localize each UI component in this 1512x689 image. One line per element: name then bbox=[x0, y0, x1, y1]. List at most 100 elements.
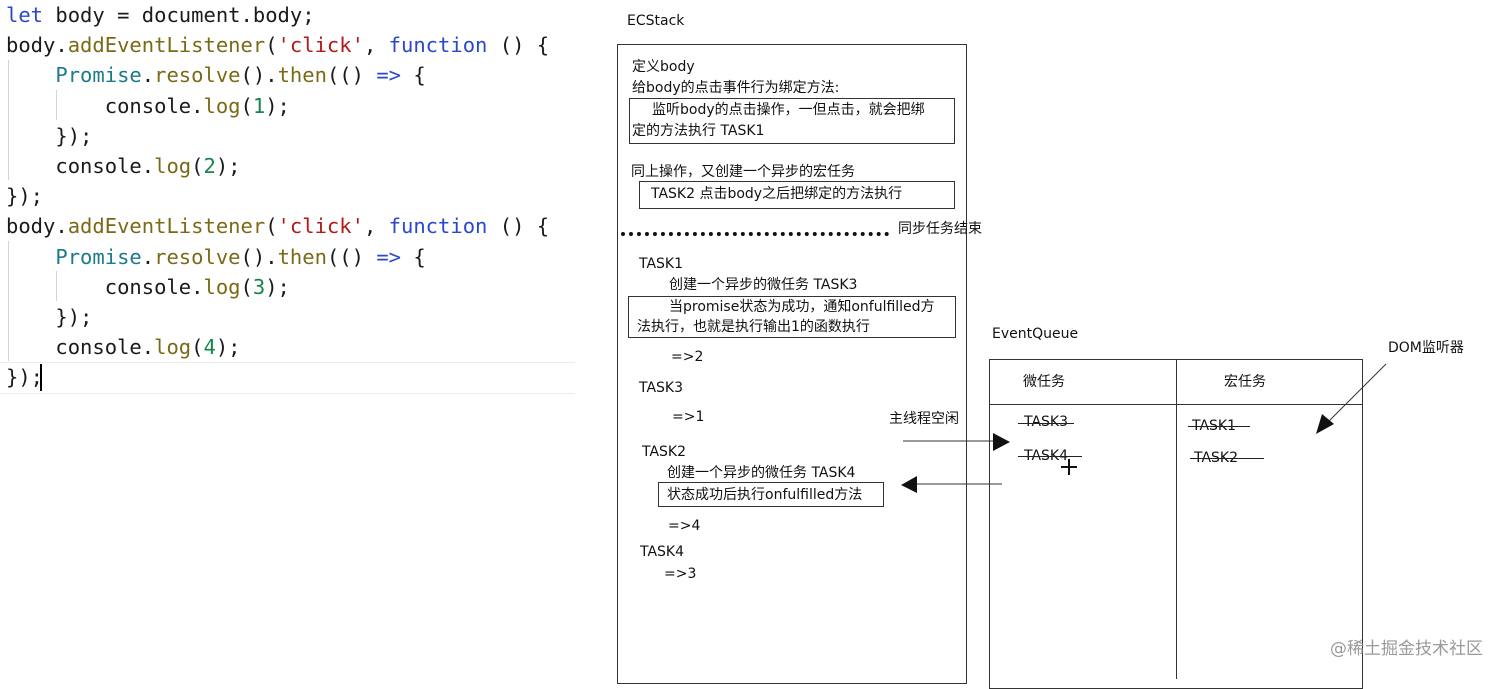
task2-box-text: TASK2 点击body之后把绑定的方法执行 bbox=[651, 186, 903, 202]
code-token: ); bbox=[215, 154, 241, 178]
code-token: ( bbox=[265, 214, 278, 239]
output-3: =>3 bbox=[664, 566, 697, 582]
code-token: function bbox=[388, 214, 488, 239]
eventqueue-title: EventQueue bbox=[992, 326, 1079, 342]
task4-label: TASK4 bbox=[640, 544, 685, 560]
code-token: 'click' bbox=[277, 214, 364, 239]
code-token: ( bbox=[265, 33, 278, 58]
code-line: Promise.resolve().then(() => { bbox=[6, 242, 426, 272]
code-line: body.addEventListener('click', function … bbox=[6, 211, 549, 241]
dom-listener-label: DOM监听器 bbox=[1388, 340, 1464, 356]
code-token: 'click' bbox=[277, 33, 364, 58]
microtask-item-task3: TASK3 bbox=[1024, 414, 1069, 430]
indent-guide bbox=[8, 60, 9, 180]
indent-guide bbox=[56, 90, 57, 120]
code-token: log bbox=[203, 274, 241, 299]
move-cursor-icon bbox=[1061, 459, 1077, 475]
code-token: function bbox=[388, 33, 488, 58]
code-token: ( bbox=[240, 274, 253, 299]
indent-guide bbox=[56, 271, 57, 301]
output-2: =>2 bbox=[671, 349, 704, 365]
code-token: 1 bbox=[252, 93, 266, 118]
ecstack-title: ECStack bbox=[627, 13, 685, 29]
code-token: then bbox=[277, 63, 327, 88]
listen-box bbox=[629, 98, 955, 144]
code-line: }); bbox=[6, 181, 43, 211]
code-token: console. bbox=[6, 93, 204, 118]
code-token: { bbox=[401, 63, 426, 88]
output-4: =>4 bbox=[668, 518, 701, 534]
create-micro-task3-text: 创建一个异步的微任务 TASK3 bbox=[669, 277, 858, 293]
code-token: 4 bbox=[203, 335, 216, 360]
code-token: console. bbox=[6, 154, 155, 178]
code-token: , bbox=[363, 33, 389, 58]
current-line-highlight bbox=[0, 362, 575, 394]
text-caret bbox=[40, 364, 42, 391]
code-token: 3 bbox=[252, 274, 266, 299]
eventqueue-column-divider bbox=[1176, 359, 1177, 679]
code-token: (() bbox=[326, 244, 377, 269]
arrow-to-microtask-head bbox=[993, 433, 1010, 451]
code-token: . bbox=[141, 244, 155, 269]
define-body-text: 定义body bbox=[632, 59, 695, 75]
macrotask-header: 宏任务 bbox=[1224, 374, 1266, 390]
code-token: (() bbox=[326, 63, 377, 88]
diagram-arrows bbox=[901, 363, 1387, 493]
promise-box-line1: 当promise状态为成功，通知onfulfilled方 bbox=[669, 299, 935, 315]
promise-box-line2: 法执行，也就是执行输出1的函数执行 bbox=[637, 319, 870, 335]
code-token: Promise bbox=[55, 63, 142, 88]
create-micro-task4-text: 创建一个异步的微任务 TASK4 bbox=[667, 465, 856, 481]
sync-end-text: 同步任务结束 bbox=[898, 221, 982, 237]
task2-label: TASK2 bbox=[642, 444, 687, 460]
code-token: ( bbox=[191, 154, 204, 178]
dom-listener-arrow-head bbox=[1316, 414, 1334, 434]
code-token: ); bbox=[265, 274, 290, 299]
eventqueue-header-divider bbox=[989, 404, 1363, 405]
state-box bbox=[658, 482, 884, 507]
code-line: let body = document.body; bbox=[6, 0, 315, 30]
code-token: => bbox=[376, 244, 401, 269]
code-token: (). bbox=[240, 63, 278, 88]
arrow-to-ecstack-head bbox=[901, 476, 917, 493]
task1-label: TASK1 bbox=[639, 256, 684, 272]
code-token: => bbox=[376, 63, 401, 88]
code-line: }); bbox=[6, 302, 92, 332]
code-line: console.log(2); bbox=[6, 151, 241, 181]
code-token: addEventListener bbox=[67, 33, 266, 58]
watermark: @稀土掘金技术社区 bbox=[1330, 639, 1483, 659]
strikethrough-line bbox=[1018, 423, 1074, 424]
code-token: , bbox=[363, 214, 389, 239]
code-token: (). bbox=[240, 244, 278, 269]
code-token: }); bbox=[6, 184, 44, 209]
code-token: ); bbox=[215, 335, 241, 360]
dom-listener-arrow-line bbox=[1325, 363, 1387, 425]
code-token: then bbox=[277, 244, 327, 269]
code-line: }); bbox=[6, 362, 43, 392]
code-token: 2 bbox=[203, 154, 216, 178]
promise-box bbox=[628, 296, 956, 338]
listen-box-line1: 监听body的点击操作，一但点击，就会把绑 bbox=[652, 102, 925, 118]
code-token: body = document.body; bbox=[43, 3, 315, 27]
code-line: body.addEventListener('click', function … bbox=[6, 30, 549, 60]
code-token: ); bbox=[265, 93, 290, 118]
code-line: console.log(4); bbox=[6, 332, 241, 362]
sync-divider bbox=[621, 232, 889, 236]
code-token: () { bbox=[487, 33, 550, 58]
code-token: ( bbox=[191, 335, 204, 360]
code-token: log bbox=[154, 154, 192, 178]
listen-box-line2: 定的方法执行 TASK1 bbox=[632, 123, 765, 139]
code-token: resolve bbox=[154, 63, 241, 88]
code-token: }); bbox=[6, 305, 93, 329]
code-token: body. bbox=[6, 33, 68, 58]
output-1: =>1 bbox=[672, 409, 705, 425]
strikethrough-line bbox=[1188, 426, 1250, 427]
code-token: let bbox=[6, 3, 44, 27]
code-token: body. bbox=[6, 214, 68, 239]
code-editor[interactable]: let body = document.body;body.addEventLi… bbox=[0, 0, 575, 395]
code-token: }); bbox=[6, 365, 44, 390]
code-token: ( bbox=[240, 93, 253, 118]
code-token: { bbox=[401, 244, 426, 269]
code-line: console.log(3); bbox=[6, 272, 290, 302]
strikethrough-line bbox=[1018, 456, 1082, 457]
code-token: () { bbox=[487, 214, 550, 239]
